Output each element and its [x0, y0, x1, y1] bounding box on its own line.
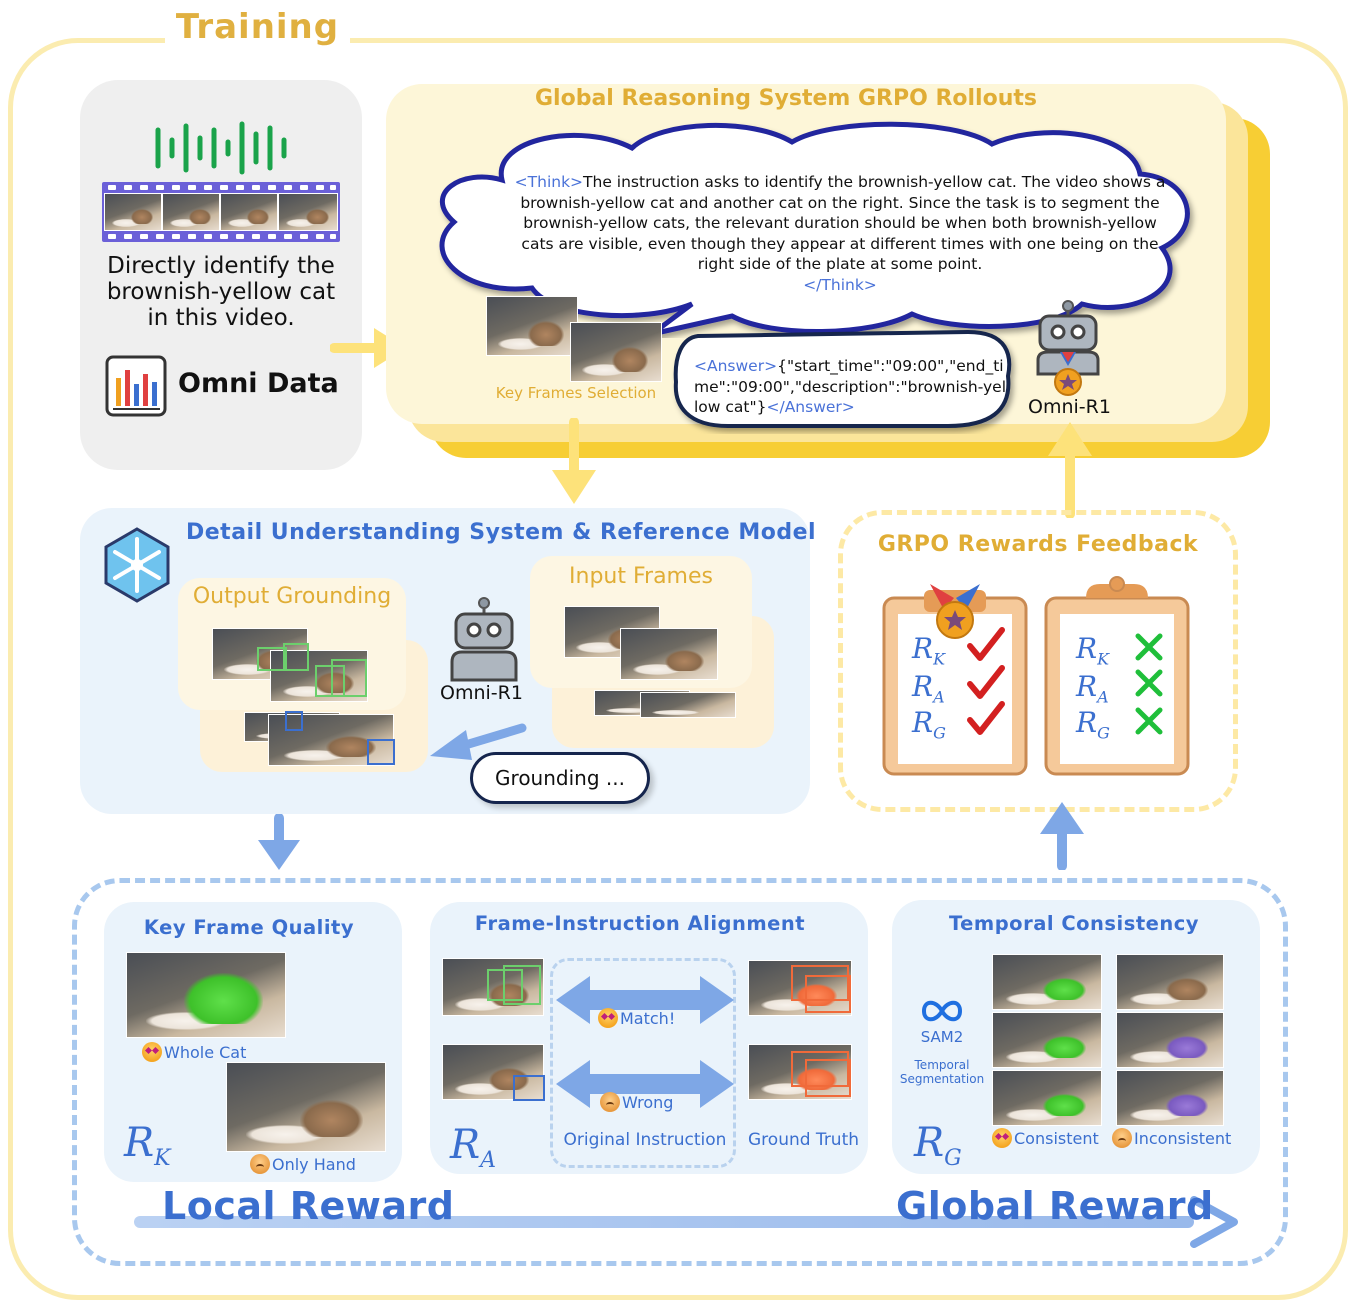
- temporal-consistency-title: Temporal Consistency: [948, 912, 1200, 935]
- original-instruction-label: Original Instruction: [563, 1130, 727, 1150]
- star-eyes-emoji-icon: [992, 1128, 1012, 1148]
- answer-text: <Answer>{"start_time":"09:00","end_time"…: [694, 356, 1009, 418]
- reward-g-symbol: RG: [914, 1120, 962, 1171]
- omni-data-label: Omni Data: [178, 368, 339, 399]
- alignment-title: Frame-Instruction Alignment: [474, 912, 806, 935]
- arrow-left-icon: [430, 723, 527, 760]
- key-frame: [486, 296, 578, 356]
- input-frame: [640, 692, 736, 718]
- meta-infinity-icon: [921, 1000, 963, 1022]
- alignment-frame: [442, 1044, 544, 1100]
- match-caption: Match!: [598, 1008, 675, 1028]
- arrow-up-icon: [1048, 422, 1092, 518]
- answer-bubble: [673, 329, 1012, 428]
- global-reward-label: Global Reward: [896, 1184, 1214, 1228]
- local-reward-label: Local Reward: [162, 1184, 455, 1228]
- key-frames-label: Key Frames Selection: [495, 384, 657, 402]
- input-frame: [620, 628, 718, 680]
- arrow-down-blue-icon: [258, 814, 300, 870]
- key-frame: [570, 322, 662, 382]
- training-frame: [8, 38, 1348, 1300]
- think-cloud: [439, 121, 1190, 337]
- robot-medal-icon: [1036, 300, 1100, 396]
- wrong-caption: Wrong: [600, 1092, 673, 1112]
- reward-a-label: RA: [912, 670, 945, 707]
- star-eyes-emoji-icon: [598, 1008, 618, 1028]
- robot-label: Omni-R1: [1028, 396, 1111, 418]
- snowflake-icon: [104, 527, 170, 603]
- clipboard-success: [882, 584, 1028, 776]
- match-double-arrow-icon: [556, 976, 734, 1024]
- local-to-global-arrow-icon: [134, 1196, 1238, 1248]
- instruction-text: Directly identify the brownish-yellow ca…: [106, 253, 336, 331]
- original-instruction-box: [550, 958, 736, 1168]
- output-grounding-title: Output Grounding: [192, 584, 392, 609]
- reward-g-label: RG: [912, 706, 946, 743]
- reward-k-symbol: RK: [124, 1120, 171, 1171]
- whole-cat-caption: Whole Cat: [142, 1042, 246, 1062]
- bar-chart-icon: [105, 355, 167, 417]
- consistent-frame: [992, 1070, 1102, 1126]
- training-title: Training: [165, 4, 350, 50]
- inconsistent-frame: [1116, 1070, 1224, 1126]
- answer-close-tag: </Answer>: [766, 398, 855, 416]
- arrow-down-icon: [552, 418, 596, 504]
- ground-truth-label: Ground Truth: [748, 1130, 860, 1150]
- wrong-double-arrow-icon: [556, 1060, 734, 1108]
- reward-k-label: RK: [912, 632, 946, 669]
- clipboard-failure: [1044, 576, 1190, 776]
- consistent-frame: [992, 1012, 1102, 1068]
- sam2-label: SAM2: [920, 1028, 964, 1046]
- sad-emoji-icon: [1112, 1128, 1132, 1148]
- robot-icon: [450, 597, 518, 682]
- film-frame: [162, 193, 220, 231]
- sad-emoji-icon: [250, 1154, 270, 1174]
- grounding-boxes: [257, 643, 395, 765]
- answer-open-tag: <Answer>: [694, 357, 778, 375]
- detail-title: Detail Understanding System & Reference …: [186, 520, 817, 545]
- alignment-frame: [442, 958, 544, 1016]
- consistent-caption: Consistent: [992, 1128, 1099, 1148]
- inconsistent-caption: Inconsistent: [1112, 1128, 1231, 1148]
- grpo-feedback-panel: [838, 510, 1238, 812]
- rollout-title: Global Reasoning System GRPO Rollouts: [534, 86, 1037, 111]
- think-text: <Think>The instruction asks to identify …: [510, 172, 1170, 295]
- reward-section: [72, 878, 1288, 1266]
- ground-truth-frame: [748, 1044, 852, 1100]
- grpo-feedback-title: GRPO Rewards Feedback: [877, 532, 1199, 557]
- reward-k-label-fail: RK: [1076, 632, 1110, 669]
- input-frames-title: Input Frames: [569, 564, 713, 589]
- only-hand-frame: [226, 1062, 386, 1152]
- think-body: The instruction asks to identify the bro…: [520, 173, 1166, 273]
- film-frame: [278, 193, 338, 231]
- film-frame: [104, 193, 162, 231]
- alignment-panel: [430, 902, 868, 1174]
- answer-body: {"start_time":"09:00","end_time":"09:00"…: [694, 357, 1007, 416]
- key-frame-quality-title: Key Frame Quality: [143, 916, 355, 939]
- star-eyes-emoji-icon: [142, 1042, 162, 1062]
- whole-cat-frame: [126, 952, 286, 1038]
- alignment-boxes: [487, 965, 851, 1101]
- inconsistent-frame: [1116, 954, 1224, 1010]
- film-frame: [220, 193, 278, 231]
- consistent-frame: [992, 954, 1102, 1010]
- reward-a-label-fail: RA: [1076, 670, 1109, 707]
- sad-emoji-icon: [600, 1092, 620, 1112]
- inconsistent-frame: [1116, 1012, 1224, 1068]
- robot-label-detail: Omni-R1: [440, 682, 523, 704]
- audio-waveform-icon: [155, 121, 287, 175]
- think-close-tag: </Think>: [803, 275, 877, 294]
- reward-g-label-fail: RG: [1076, 706, 1110, 743]
- think-open-tag: <Think>: [514, 173, 584, 191]
- grounding-bubble: Grounding ...: [470, 752, 650, 804]
- arrow-up-blue-icon: [1040, 802, 1084, 870]
- reward-a-symbol: RA: [450, 1122, 497, 1173]
- only-hand-caption: Only Hand: [250, 1154, 356, 1174]
- video-filmstrip: [102, 182, 340, 242]
